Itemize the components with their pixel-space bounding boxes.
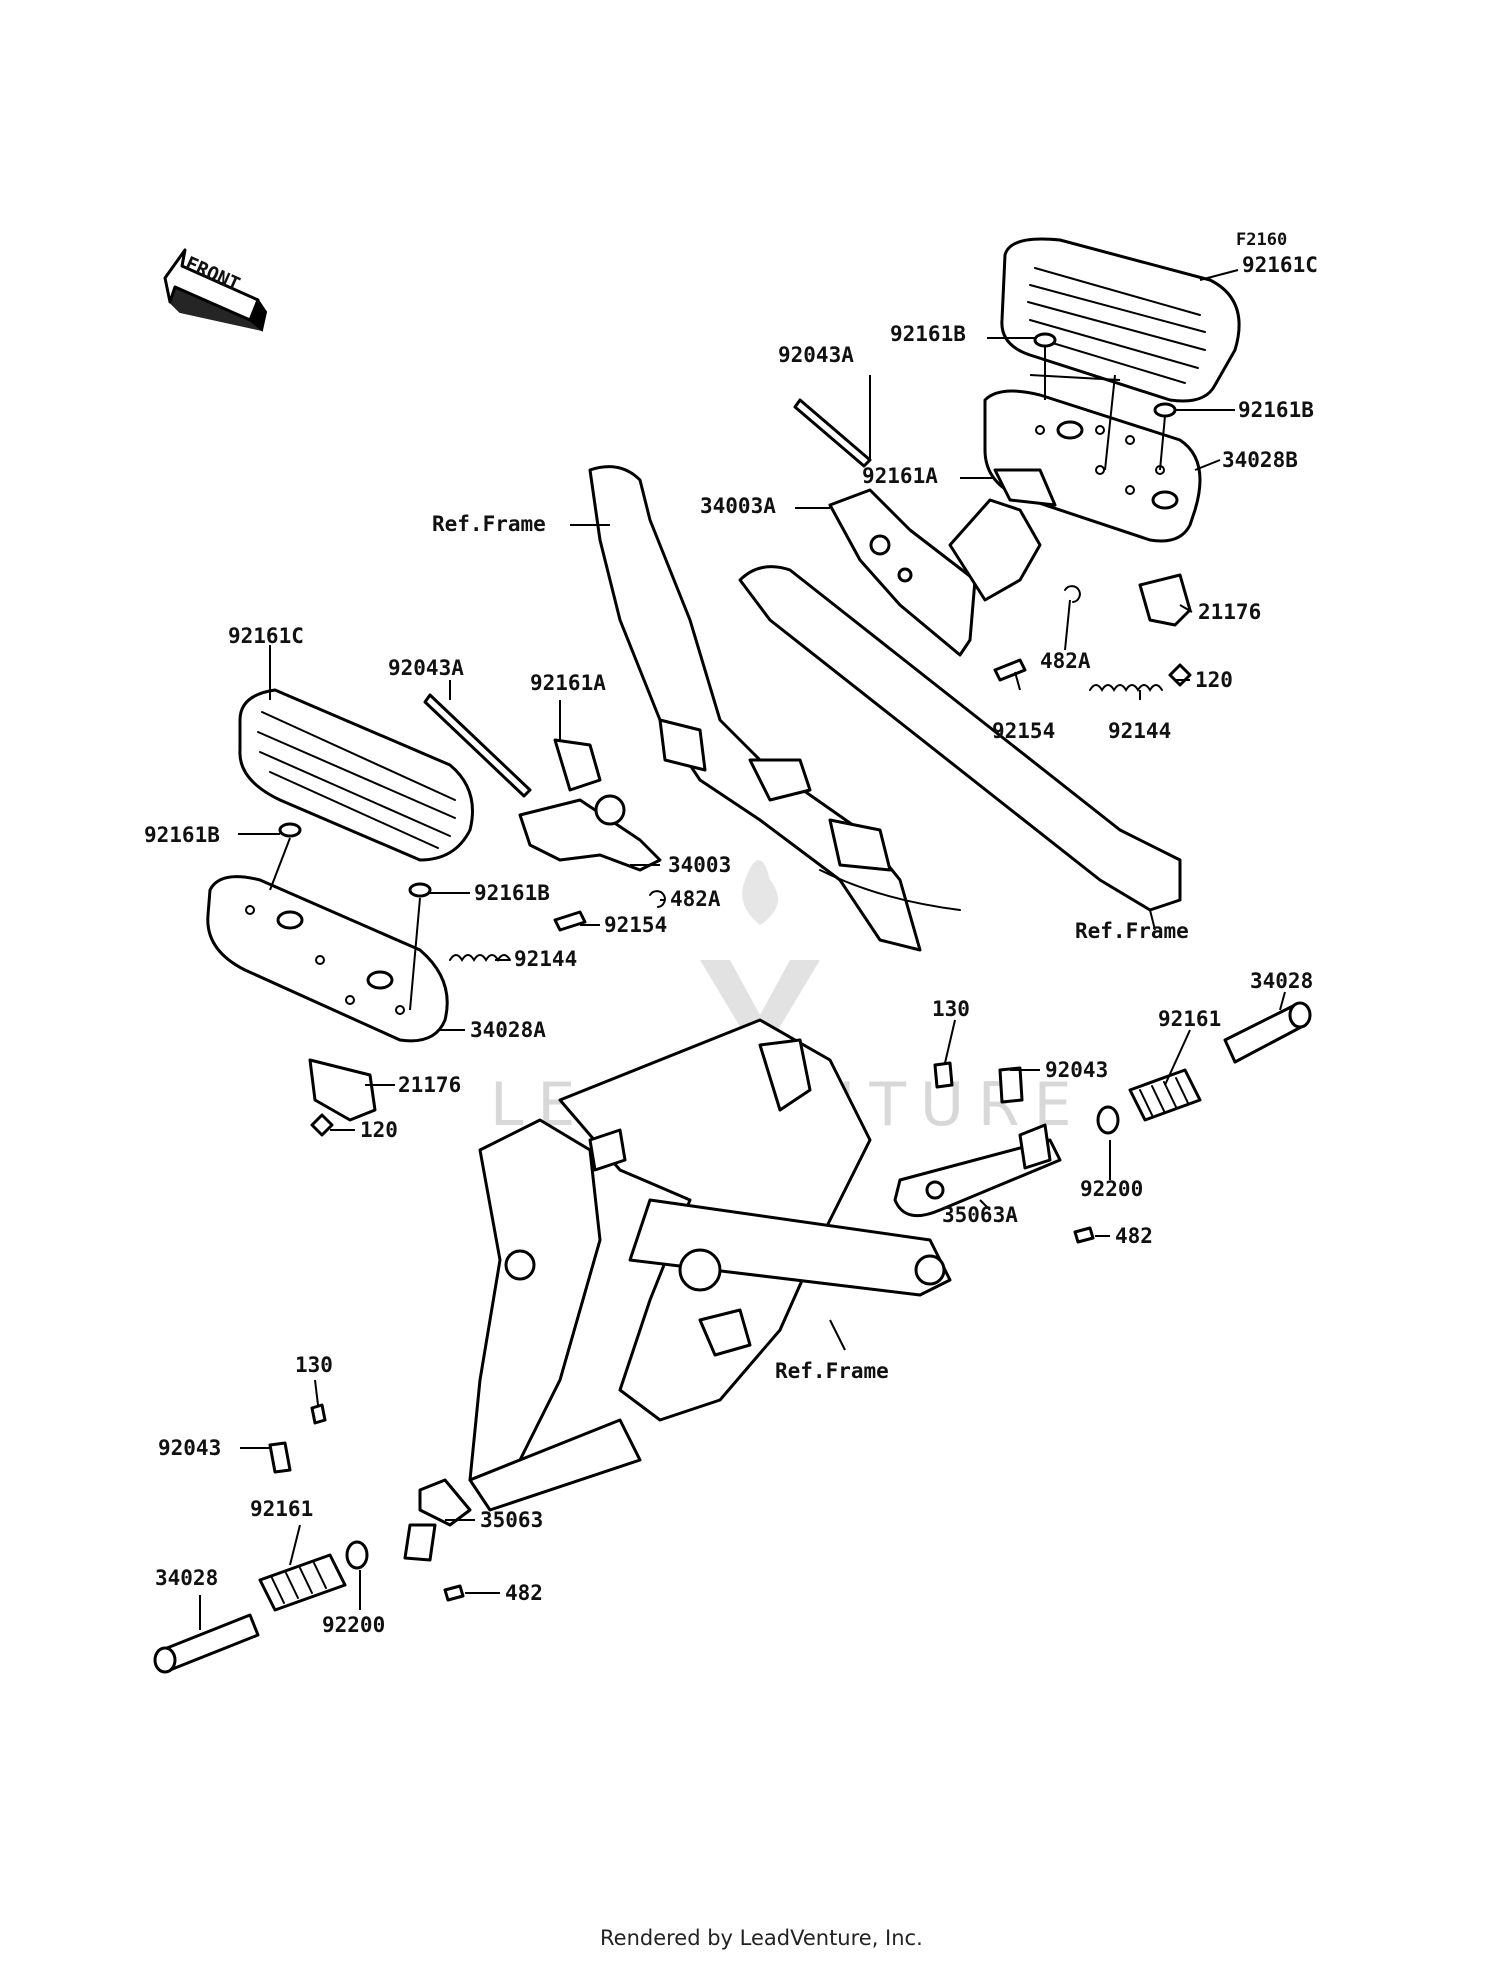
label-92043-right: 92043	[1045, 1058, 1108, 1082]
label-92200-right: 92200	[1080, 1177, 1143, 1201]
label-34003A: 34003A	[700, 494, 776, 518]
label-92154-left: 92154	[604, 913, 667, 937]
label-ref-frame-mid: Ref.Frame	[1075, 919, 1189, 943]
frame-lower	[468, 1018, 952, 1512]
footer-credit: Rendered by LeadVenture, Inc.	[600, 1926, 923, 1950]
label-34028-left: 34028	[155, 1566, 218, 1590]
label-92200-left: 92200	[322, 1613, 385, 1637]
label-130-right: 130	[932, 997, 970, 1021]
label-34028-right: 34028	[1250, 969, 1313, 993]
label-92161B-left-top: 92161B	[144, 823, 220, 847]
label-92161B-right-mid: 92161B	[1238, 398, 1314, 422]
label-34003: 34003	[668, 853, 731, 877]
right-floorboard-assembly	[793, 237, 1241, 692]
label-21176-left: 21176	[398, 1073, 461, 1097]
label-ref-frame-top: Ref.Frame	[432, 512, 546, 536]
figure-code: F2160	[1236, 230, 1287, 250]
label-34028A: 34028A	[470, 1018, 546, 1042]
label-130-left: 130	[295, 1353, 333, 1377]
label-92161-right: 92161	[1158, 1007, 1221, 1031]
front-arrow-icon: FRONT	[163, 248, 268, 332]
label-92154-right: 92154	[992, 719, 1055, 743]
label-120-right: 120	[1195, 668, 1233, 692]
label-482A-left: 482A	[670, 887, 721, 911]
label-92161B-left-mid: 92161B	[474, 881, 550, 905]
left-footpeg-assembly	[153, 1403, 472, 1674]
label-92161B-right-top: 92161B	[890, 322, 966, 346]
label-35063: 35063	[480, 1508, 543, 1532]
label-92161A-left: 92161A	[530, 671, 606, 695]
label-92161C-right: 92161C	[1242, 253, 1318, 277]
leader-lines	[199, 269, 1286, 1630]
label-120-left: 120	[360, 1118, 398, 1142]
frame-upper	[588, 465, 1182, 952]
label-482-left: 482	[505, 1581, 543, 1605]
label-92161C-left: 92161C	[228, 624, 304, 648]
label-34028B: 34028B	[1222, 448, 1298, 472]
label-35063A: 35063A	[942, 1203, 1018, 1227]
label-482A-right: 482A	[1040, 649, 1091, 673]
label-ref-frame-bottom: Ref.Frame	[775, 1359, 889, 1383]
label-92144-right: 92144	[1108, 719, 1171, 743]
label-92161A-right: 92161A	[862, 464, 938, 488]
label-21176-right: 21176	[1198, 600, 1261, 624]
label-92043A-right: 92043A	[778, 343, 854, 367]
left-floorboard-assembly	[206, 688, 666, 1137]
label-92144-left: 92144	[514, 947, 577, 971]
right-footpeg-assembly	[893, 1001, 1312, 1244]
label-92043-left: 92043	[158, 1436, 221, 1460]
label-92161-left: 92161	[250, 1497, 313, 1521]
label-482-right: 482	[1115, 1224, 1153, 1248]
label-92043A-left: 92043A	[388, 656, 464, 680]
part-labels: 92161C 92161B 92043A 92161B 34028B 92161…	[144, 253, 1318, 1637]
